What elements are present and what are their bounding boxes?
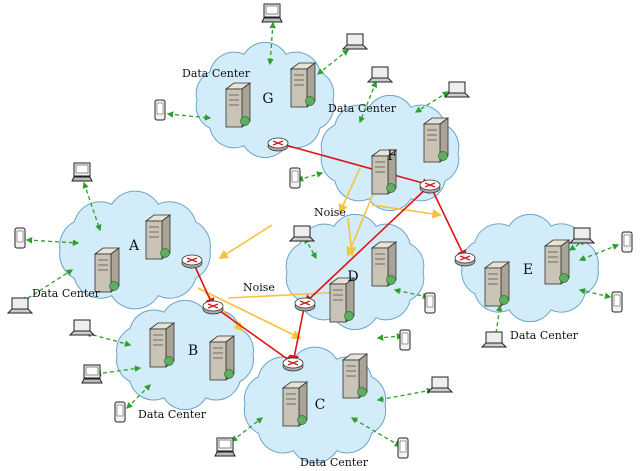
access-link xyxy=(492,304,503,342)
router-icon xyxy=(202,300,224,315)
laptop-icon xyxy=(443,81,471,98)
noise-arrow xyxy=(218,224,273,260)
cloud-letter: G xyxy=(262,91,273,107)
data-center-label: Data Center xyxy=(138,408,207,421)
desktop-pc-icon xyxy=(214,437,236,457)
server-icon xyxy=(328,277,356,323)
phone-icon xyxy=(611,291,623,313)
access-link xyxy=(316,49,350,75)
data-center-label: Data Center xyxy=(328,102,397,115)
noise-label: Noise xyxy=(243,281,275,294)
server-icon xyxy=(543,239,571,285)
access-link xyxy=(350,417,402,447)
nodes-layer xyxy=(6,3,633,459)
server-icon xyxy=(281,381,309,427)
access-link xyxy=(414,91,450,113)
cloud-letter: D xyxy=(347,269,358,285)
access-link xyxy=(578,288,612,299)
access-link xyxy=(20,269,74,303)
data-center-label: Data Center xyxy=(300,456,369,469)
data-center-label: Data Center xyxy=(182,67,251,80)
noise-label: Noise xyxy=(314,206,346,219)
laptop-icon xyxy=(426,376,454,393)
server-icon xyxy=(370,149,398,195)
phone-icon xyxy=(621,231,633,253)
route-layer xyxy=(190,140,467,365)
data-center-label: Data Center xyxy=(510,329,579,342)
access-link xyxy=(25,237,80,246)
access-link xyxy=(358,80,378,124)
access-link xyxy=(82,181,102,232)
laptop-icon xyxy=(288,225,316,242)
noise-arrow xyxy=(371,204,442,219)
server-icon xyxy=(370,241,398,287)
route-link xyxy=(276,140,432,188)
server-icon xyxy=(289,62,317,108)
router-icon xyxy=(294,297,316,312)
access-link xyxy=(376,333,404,341)
desktop-pc-icon xyxy=(261,3,283,23)
cloud-letter: B xyxy=(188,343,198,359)
phone-icon xyxy=(397,437,409,459)
phone-icon xyxy=(114,401,126,423)
cloud-letter: F xyxy=(387,148,397,164)
server-icon xyxy=(148,322,176,368)
access-link xyxy=(376,387,434,403)
router-icon xyxy=(419,179,441,194)
laptop-icon xyxy=(366,66,394,83)
route-link xyxy=(303,183,432,305)
server-icon xyxy=(93,247,121,293)
router-icon xyxy=(454,252,476,267)
laptop-icon xyxy=(480,331,508,348)
router-icon xyxy=(282,357,304,372)
access-link xyxy=(94,365,142,377)
cloud-letter: A xyxy=(128,238,140,254)
server-icon xyxy=(422,117,450,163)
links-layer xyxy=(20,21,620,447)
laptop-icon xyxy=(568,227,596,244)
phone-icon xyxy=(154,99,166,121)
server-icon xyxy=(341,353,369,399)
laptop-icon xyxy=(6,297,34,314)
server-icon xyxy=(208,335,236,381)
phone-icon xyxy=(14,227,26,249)
access-link xyxy=(230,417,264,442)
phone-icon xyxy=(399,329,411,351)
cloud-letter: C xyxy=(315,397,326,413)
data-center-label: Data Center xyxy=(32,287,101,300)
laptop-icon xyxy=(68,319,96,336)
cloud-letter: E xyxy=(523,262,533,278)
route-link xyxy=(428,183,467,260)
laptop-icon xyxy=(341,33,369,50)
router-icon xyxy=(181,254,203,269)
access-link xyxy=(126,384,151,409)
server-icon xyxy=(483,261,511,307)
access-link xyxy=(296,171,324,182)
server-icon xyxy=(144,214,172,260)
desktop-pc-icon xyxy=(71,162,93,182)
phone-icon xyxy=(424,292,436,314)
server-icon xyxy=(224,82,252,128)
route-link xyxy=(211,304,295,365)
phone-icon xyxy=(289,167,301,189)
router-icon xyxy=(267,137,289,152)
access-link xyxy=(166,111,212,121)
desktop-pc-icon xyxy=(81,364,103,384)
route-link xyxy=(289,301,309,365)
